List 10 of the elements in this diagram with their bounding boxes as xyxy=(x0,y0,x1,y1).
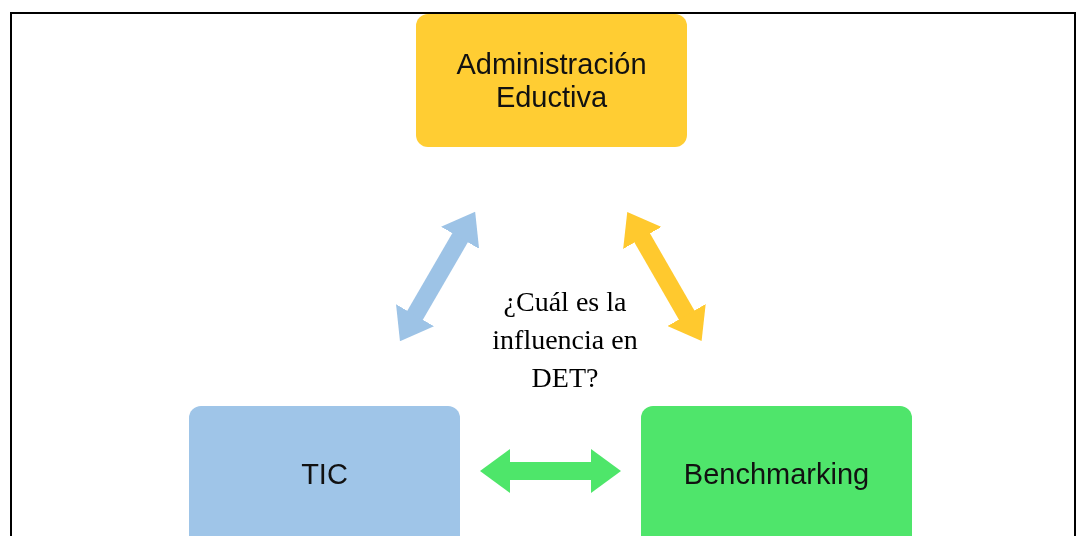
question-text: ¿Cuál es la influencia en DET? xyxy=(491,285,639,395)
process-box xyxy=(416,14,687,147)
box-label: Benchmarking xyxy=(683,457,870,491)
double-arrow xyxy=(480,449,621,493)
double-arrow xyxy=(396,211,480,342)
box-label: Administración Eductiva xyxy=(455,47,648,114)
double-arrow xyxy=(623,212,706,341)
process-box xyxy=(189,406,460,536)
process-box xyxy=(641,406,912,536)
box-label: TIC xyxy=(301,457,348,491)
